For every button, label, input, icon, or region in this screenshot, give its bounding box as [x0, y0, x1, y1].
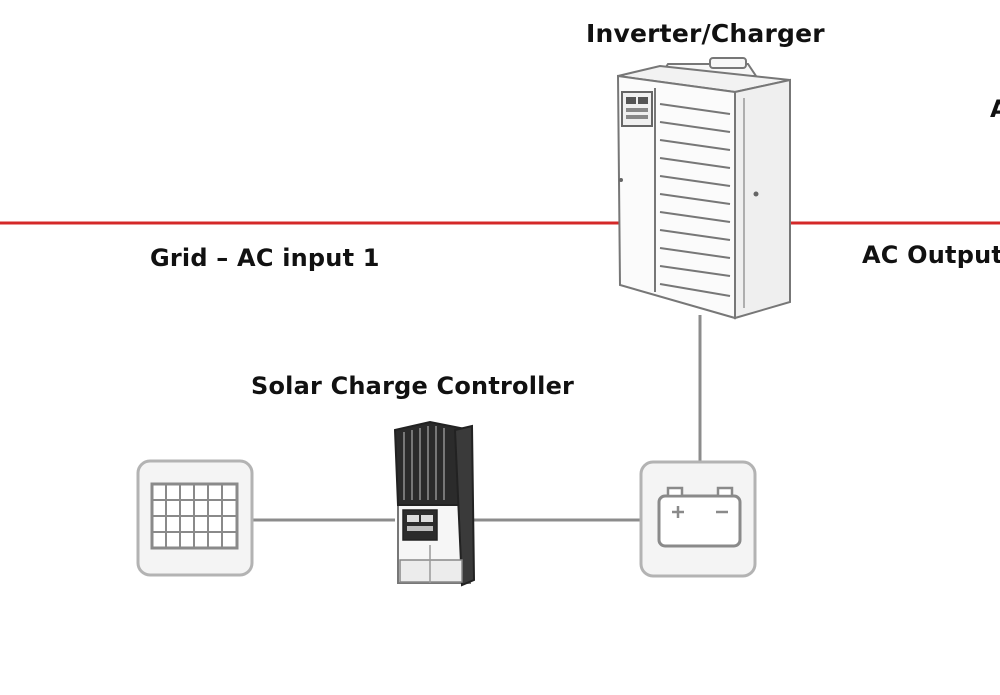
- solar-charge-controller-label: Solar Charge Controller: [251, 372, 575, 400]
- cropped-edge-label: A: [990, 95, 1000, 123]
- inverter-charger-label: Inverter/Charger: [586, 19, 825, 48]
- battery-icon: [639, 460, 757, 578]
- inverter-charger-icon: [616, 57, 791, 320]
- grid-ac-input-label: Grid – AC input 1: [150, 244, 380, 272]
- charge-controller-icon: [393, 420, 476, 587]
- ac-output-label: AC Output: [862, 241, 1000, 269]
- solar-panel-icon: [136, 459, 254, 577]
